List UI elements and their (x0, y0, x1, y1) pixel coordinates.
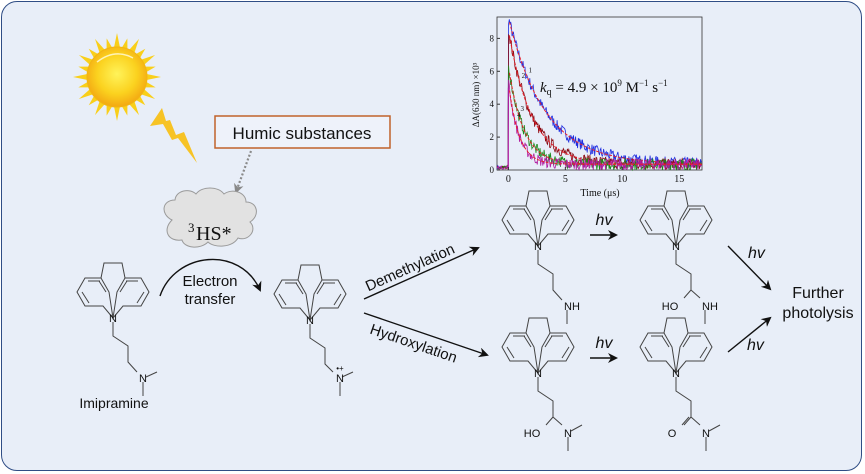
x-tick-label: 15 (674, 174, 684, 185)
ho-label: HO (662, 301, 679, 313)
x-tick-label: 0 (506, 174, 511, 185)
y-tick-label: 0 (490, 165, 495, 175)
hv-label: hv (747, 337, 765, 354)
triplet-superscript: 3 (188, 220, 195, 235)
hydroxylated-product: HO N N (501, 317, 583, 451)
hv-arrow-lower-right (727, 316, 772, 353)
o-label: O (668, 428, 677, 440)
ho-label: HO (524, 428, 541, 440)
hv-label: hv (748, 245, 766, 262)
y-tick-label: 4 (490, 99, 495, 109)
series-label: 2 (522, 72, 526, 80)
radical-n: N (336, 373, 344, 385)
ring-n: N (534, 241, 542, 253)
amide-product: O N N (639, 317, 721, 451)
ring-n: N (109, 313, 117, 325)
ring-n: N (672, 241, 680, 253)
demethylated-product: N NH (501, 190, 580, 324)
y-tick-label: 2 (490, 132, 495, 142)
sun-icon (73, 33, 161, 121)
electron-transfer-label: Electron (182, 273, 237, 290)
hv-label: hv (596, 212, 614, 229)
hv-label: hv (596, 335, 614, 352)
y-axis-label: ΔA(630 nm) ×10³ (471, 62, 481, 127)
electron-transfer-arrow (159, 258, 262, 297)
sun-ray (113, 104, 121, 121)
x-axis-label: Time (μs) (580, 188, 619, 199)
y-tick-label: 8 (490, 33, 495, 43)
n-label: N (702, 428, 710, 440)
fit-series-4 (509, 90, 702, 165)
demethylated-hydroxy-product: HO N NH (639, 190, 718, 324)
triplet-hs-label: HS* (196, 223, 232, 245)
amine-n: N (139, 373, 147, 385)
nh-label: NH (702, 301, 718, 313)
humic-substances-label: Humic substances (233, 124, 372, 143)
y-tick-label: 6 (490, 66, 495, 76)
series-label: 1 (528, 67, 532, 75)
humic-substances-box: Humic substances (214, 115, 391, 149)
radical-mark: •+ (336, 364, 344, 373)
sun-ray (113, 33, 121, 50)
nh-label: NH (564, 301, 580, 313)
hydroxylation-label: Hydroxylation (368, 321, 459, 367)
sun-ray (73, 73, 90, 81)
x-tick-label: 10 (617, 174, 627, 185)
dotted-arrow (234, 150, 253, 194)
radical-cation-molecule: N N •+ (273, 264, 354, 396)
electron-transfer-label-2: transfer (185, 291, 236, 308)
sun-ray (144, 73, 161, 81)
n-label: N (564, 428, 572, 440)
ring-n: N (534, 368, 542, 380)
further-photolysis-label: Further (792, 285, 844, 302)
fit-series-1 (509, 22, 702, 164)
triplet-hs-cloud: 3 HS* (163, 187, 257, 248)
x-tick-label: 5 (563, 174, 568, 185)
hv-arrow-upper-right (727, 245, 772, 291)
hydroxylation-arrow (363, 312, 489, 358)
ring-n: N (306, 315, 314, 327)
demethylation-label: Demethylation (363, 241, 458, 296)
imipramine-label: Imipramine (79, 395, 148, 411)
demethylation-arrow (363, 246, 480, 300)
ring-n: N (672, 368, 680, 380)
kq-annotation: kq = 4.9 × 109 M−1 s−1 (540, 78, 668, 98)
series-label: 4 (517, 111, 521, 119)
imipramine-molecule: N N (76, 262, 158, 396)
series-label: 3 (521, 105, 525, 113)
lightning-icon (150, 108, 197, 163)
further-photolysis-label-2: photolysis (782, 305, 853, 322)
